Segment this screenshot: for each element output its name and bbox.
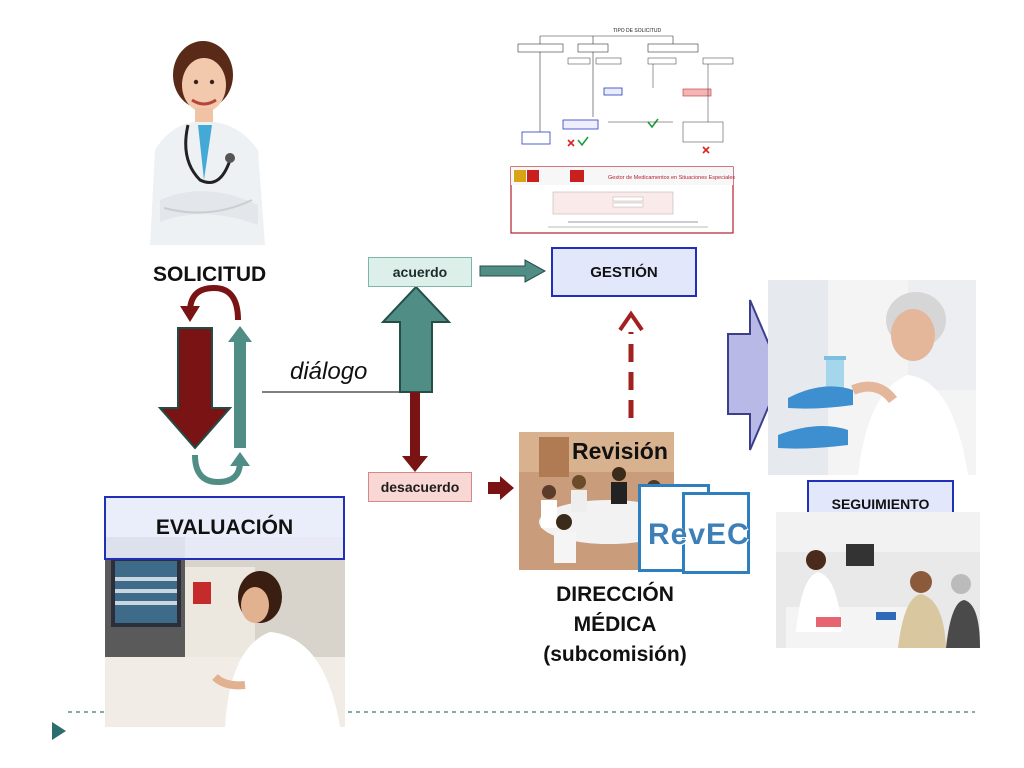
direccion-line2: MÉDICA — [573, 613, 657, 636]
dialogo-label: diálogo — [290, 358, 368, 385]
revec-logo: RevEC — [648, 518, 750, 551]
up-arrow-acuerdo — [380, 285, 452, 393]
direccion-line1: DIRECCIÓN — [556, 583, 674, 606]
arrow-to-gestion — [479, 259, 547, 283]
banner-title: Gestor de Medicamentos en Situaciones Es… — [608, 175, 735, 181]
acuerdo-box: acuerdo — [368, 257, 472, 287]
desacuerdo-box: desacuerdo — [368, 472, 472, 502]
arrow-to-revision — [488, 476, 514, 500]
big-arrow-seguimiento — [727, 299, 784, 451]
flowchart-title: TIPO DE SOLICITUD — [613, 28, 661, 34]
consultation-photo — [776, 512, 980, 648]
evaluacion-lab-photo — [105, 537, 345, 727]
revec-doc-front — [682, 492, 750, 574]
gestion-box: GESTIÓN — [551, 247, 697, 297]
down-arrow-evaluation — [157, 327, 233, 450]
evaluacion-box: EVALUACIÓN — [104, 496, 345, 560]
up-arrow-return — [228, 326, 252, 448]
curved-arrow-bottom — [192, 454, 243, 486]
flowchart-thumbnail: TIPO DE SOLICITUD Gestor de Medicamentos — [508, 22, 738, 234]
direccion-line3: (subcomisión) — [543, 643, 687, 666]
curved-arrow-top — [187, 284, 241, 321]
direccion-medica-label: DIRECCIÓN MÉDICA (subcomisión) — [520, 580, 710, 670]
nav-triangle-icon — [52, 722, 66, 740]
elderly-patient-photo — [768, 280, 976, 475]
revision-label: Revisión — [572, 438, 668, 464]
nurse-photo — [140, 30, 275, 245]
solicitud-label: SOLICITUD — [153, 263, 267, 286]
